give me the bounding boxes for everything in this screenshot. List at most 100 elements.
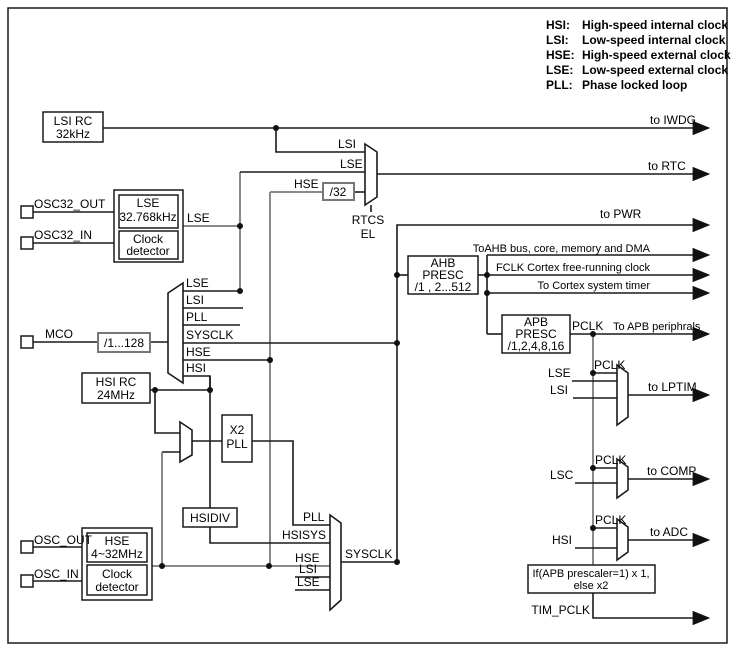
legend-term-pll: PLL:: [546, 78, 573, 92]
hsidiv-label: HSIDIV: [190, 511, 230, 525]
sysmux-lsi-label: LSI: [299, 562, 317, 576]
lse-osc-label-2: 32.768kHz: [119, 210, 176, 224]
legend-desc-lse: Low-speed external clock: [582, 63, 728, 77]
svg-text:HSE:High-speed external clock: HSE: High-speed external clock: [546, 48, 731, 62]
x2-pll-label-2: PLL: [226, 437, 248, 451]
osc-out-label: OSC_OUT: [34, 533, 93, 547]
mcomux-lsi-label: LSI: [186, 293, 204, 307]
div32-label: /32: [330, 185, 347, 199]
x2-pll-label-1: X2: [230, 423, 245, 437]
legend-term-lse: LSE:: [546, 63, 573, 77]
ahb-prescaler-box: [407, 255, 479, 295]
diagram-frame: [7, 7, 728, 644]
pclk-out-label: PCLK: [572, 319, 603, 333]
rtc-clock-mux: [364, 142, 378, 207]
wire-lsi-to-rtcmux: [275, 128, 365, 153]
osc32-in-pin: [20, 236, 34, 250]
apb-prescaler-box: [501, 314, 571, 354]
mco-divider-label: /1...128: [104, 336, 144, 350]
osc32-in-label: OSC32_IN: [34, 228, 92, 242]
out-apb-label: To APB periphrals: [613, 321, 701, 333]
hsi-rc-box: [81, 372, 151, 404]
comp-pclk-label: PCLK: [595, 453, 626, 467]
adc-hsi-label: HSI: [552, 533, 572, 547]
rtcsel-label-2: EL: [361, 227, 376, 241]
lse-osc-box: [118, 194, 179, 229]
wire-tim-pclk: [592, 593, 711, 626]
rtcmux-lsi-label: LSI: [338, 137, 356, 151]
mcomux-hsi-label: HSI: [186, 361, 206, 375]
lse-clock-detector-box: [118, 230, 179, 260]
wire-sysclk-bus-to-pwr: [396, 217, 711, 562]
tim-mult-label-1: If(APB prescaler=1) x 1,: [532, 568, 649, 580]
wire-pll-to-sysmux: [252, 440, 330, 526]
apb-presc-label-1: APB: [524, 315, 548, 329]
sysmux-hsisys-label: HSISYS: [282, 528, 326, 542]
out-pwr-label: to PWR: [600, 207, 642, 221]
rtcmux-lse-label: LSE: [340, 157, 363, 171]
ahb-presc-label-2: PRESC: [422, 268, 464, 282]
out-lptim-label: to LPTIM: [648, 380, 697, 394]
osc-in-label: OSC_IN: [34, 567, 79, 581]
lptim-lse-label: LSE: [548, 366, 571, 380]
sysmux-lse-label: LSE: [297, 575, 320, 589]
hse-osc-label-1: HSE: [105, 534, 130, 548]
mco-divider-box: [97, 332, 151, 353]
out-comp-label: to COMP: [647, 464, 696, 478]
wire-mco-in-hsi: [183, 375, 211, 390]
out-adc-label: to ADC: [650, 525, 688, 539]
hse-clock-detector-box: [86, 564, 148, 596]
mcomux-pll-label: PLL: [186, 310, 208, 324]
hsi-rc-label-2: 24MHz: [97, 388, 135, 402]
adc-pclk-label: PCLK: [595, 513, 626, 527]
lptim-lsi-label: LSI: [550, 383, 568, 397]
mco-pin: [20, 335, 34, 349]
svg-text:PLL:Phase locked loop: PLL: Phase locked loop: [546, 78, 687, 92]
mcomux-hse-label: HSE: [186, 345, 211, 359]
comp-clock-mux: [616, 457, 629, 500]
ahb-presc-label-3: /1 , 2...512: [415, 280, 472, 294]
ahb-presc-label-1: AHB: [431, 256, 456, 270]
legend-term-hse: HSE:: [546, 48, 575, 62]
hse-det-label-2: detector: [95, 580, 138, 594]
mcomux-sysclk-label: SYSCLK: [186, 328, 233, 342]
legend-term-lsi: LSI:: [546, 33, 569, 47]
lptim-pclk-label: PCLK: [594, 358, 625, 372]
mco-label: MCO: [45, 327, 73, 341]
wire-hsisys: [209, 527, 330, 544]
apb-presc-label-2: PRESC: [515, 327, 557, 341]
legend: HSI:High-speed internal clock LSI:Low-sp…: [546, 18, 731, 92]
lse-osc-label-1: LSE: [137, 196, 160, 210]
tim-mult-label-2: else x2: [574, 580, 609, 592]
hsidiv-box: [182, 507, 238, 528]
sysclk-mux: [329, 513, 342, 612]
junction-dots: [152, 125, 596, 569]
out-rtc-label: to RTC: [648, 159, 686, 173]
lptim-clock-mux: [616, 363, 629, 427]
lse-det-label-2: detector: [126, 244, 169, 258]
sysmux-pll-label: PLL: [303, 510, 325, 524]
div32-box: [322, 182, 355, 201]
rtcmux-hse-label: HSE: [294, 177, 319, 191]
hsi-rc-label-1: HSI RC: [96, 375, 137, 389]
osc-out-pin: [20, 540, 34, 554]
out-cortex-timer-label: To Cortex system timer: [538, 280, 651, 292]
adc-clock-mux: [616, 517, 629, 562]
x2-pll-box: [221, 414, 253, 463]
svg-text:LSE:Low-speed external clock: LSE: Low-speed external clock: [546, 63, 728, 77]
hse-osc-box: [86, 532, 148, 563]
out-ahb-label: ToAHB bus, core, memory and DMA: [473, 243, 651, 255]
comp-lsc-label: LSC: [550, 468, 574, 482]
mco-clock-mux: [167, 281, 184, 385]
legend-desc-pll: Phase locked loop: [582, 78, 687, 92]
wire-hsi-to-pllmux: [154, 390, 180, 434]
lseosc-out-label: LSE: [187, 211, 210, 225]
sysmux-hse-label: HSE: [295, 551, 320, 565]
apb-presc-label-3: /1,2,4,8,16: [508, 339, 565, 353]
out-iwdg-label: to IWDG: [650, 113, 696, 127]
sysclk-out-label: SYSCLK: [345, 547, 392, 561]
tim-multiplier-box: [527, 564, 656, 594]
legend-desc-hse: High-speed external clock: [582, 48, 731, 62]
